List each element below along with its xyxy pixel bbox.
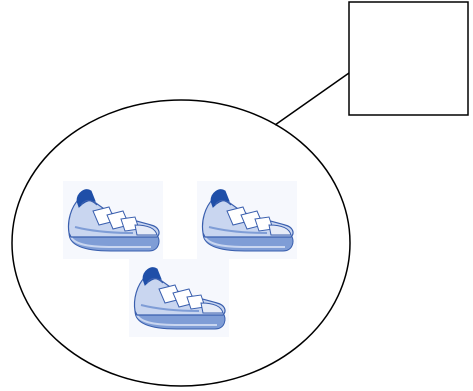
sneaker-icon bbox=[63, 181, 163, 259]
answer-box[interactable] bbox=[349, 2, 468, 115]
sneaker-icon bbox=[197, 181, 297, 259]
group-ellipse bbox=[12, 100, 350, 386]
connector-line bbox=[275, 73, 349, 125]
sneaker-icon bbox=[129, 259, 229, 337]
